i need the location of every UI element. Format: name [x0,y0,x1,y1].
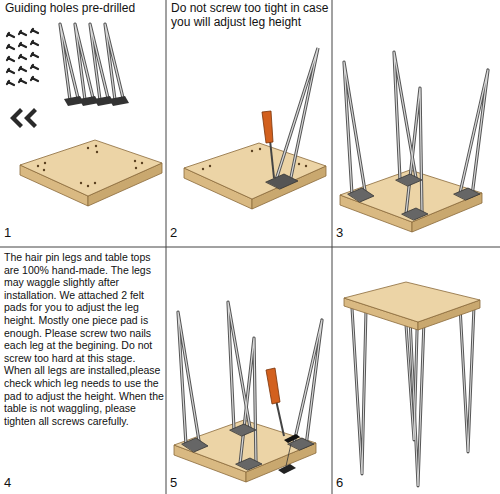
screwdriver [262,111,274,178]
hairpin-legs [60,24,129,106]
table-top [340,170,482,232]
step-number: 5 [170,476,177,491]
step-number: 1 [4,226,11,241]
step-number: 6 [336,476,343,491]
felt-pad [278,434,300,474]
step-number: 2 [170,226,177,241]
screws [7,29,38,85]
step-number: 4 [4,476,11,491]
hairpin-legs [178,302,322,470]
table-top [20,140,162,206]
table-top [174,420,316,482]
screwdriver [266,368,284,436]
hairpin-legs [344,52,488,220]
panel-note: Do not screw too tight in case you will … [171,2,331,30]
table-top [184,143,326,209]
table-top [344,282,480,330]
step-number: 3 [336,226,343,241]
hairpin-leg [266,48,318,189]
brackets [10,108,37,128]
instruction-text: The hair pin legs and table tops are 100… [4,251,164,427]
panel-note: Guiding holes pre-drilled [5,2,165,16]
